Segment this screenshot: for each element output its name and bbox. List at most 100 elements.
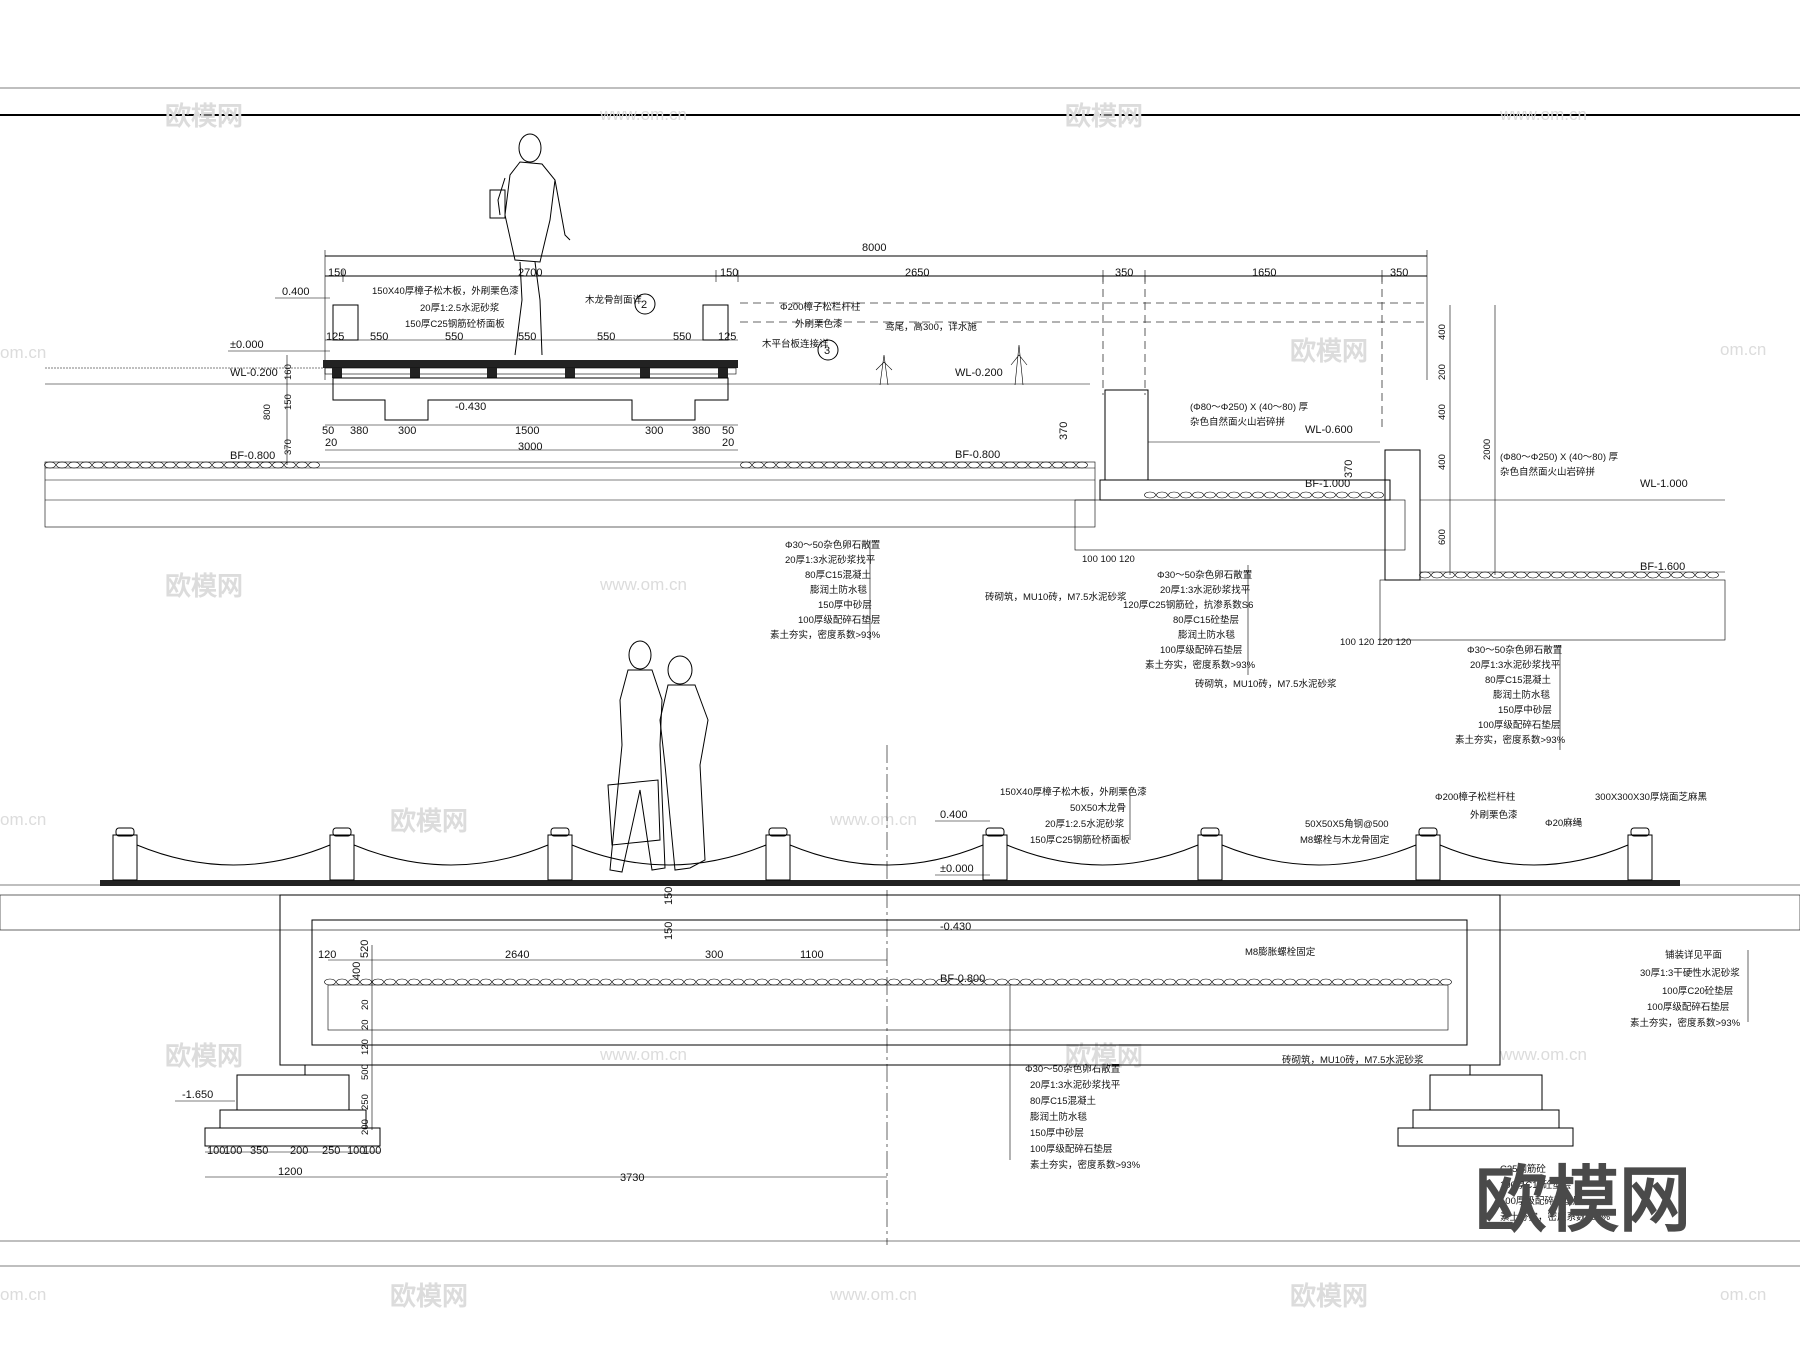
dim-overall: 8000	[862, 242, 886, 254]
pebble	[212, 461, 224, 469]
dim-value: 150	[663, 887, 675, 905]
railing-post	[1627, 834, 1653, 881]
pebble	[516, 978, 528, 986]
detail-callout	[817, 339, 839, 361]
pebble	[1431, 571, 1443, 579]
dim-value: 370	[1343, 460, 1355, 478]
pebble	[1288, 491, 1300, 499]
pebble	[1212, 978, 1224, 986]
pebble	[384, 978, 396, 986]
pebble	[1515, 571, 1527, 579]
dim-value: 160	[283, 364, 294, 380]
dim-value: 350	[250, 1145, 268, 1157]
layer-note: 100厚级配碎石垫层	[1500, 1195, 1582, 1207]
pebble	[860, 461, 872, 469]
pebble	[972, 978, 984, 986]
dim-value: 550	[518, 331, 536, 343]
note: M8膨胀螺栓固定	[1245, 946, 1316, 958]
pebble	[848, 461, 860, 469]
pebble	[900, 978, 912, 986]
dim-value: 200	[290, 1145, 308, 1157]
pebble	[1695, 571, 1707, 579]
pebble	[1188, 978, 1200, 986]
layer-note: 80厚C15混凝土	[1485, 674, 1551, 686]
dim-value: 120	[318, 949, 336, 961]
watermark-url: www.om.cn	[599, 1045, 687, 1064]
pebble	[956, 461, 968, 469]
pebble	[1623, 571, 1635, 579]
post-cap	[332, 827, 352, 837]
dim-value: 1500	[515, 425, 539, 437]
layer-note: C25钢筋砼	[1500, 1163, 1546, 1175]
note: 木龙骨剖面详	[585, 294, 643, 306]
watermark-brand: 欧模网	[1065, 1041, 1143, 1071]
pebble	[1348, 491, 1360, 499]
deck-joists	[332, 368, 728, 378]
pebble	[1104, 978, 1116, 986]
dim-value: 400	[1437, 404, 1448, 420]
layer-note: 80厚C15混凝土	[1030, 1095, 1096, 1107]
note: 杂色自然面火山岩碎拼	[1500, 466, 1596, 478]
pebble	[980, 461, 992, 469]
pebble	[1587, 571, 1599, 579]
pebble	[1527, 571, 1539, 579]
dim-value: 125	[326, 331, 344, 343]
pebble	[80, 461, 92, 469]
pebble	[236, 461, 248, 469]
pebble	[836, 461, 848, 469]
level-label: -1.650	[182, 1089, 213, 1101]
pebble	[1064, 461, 1076, 469]
layer-list-mid: Φ30～50杂色卵石散置 20厚1:3水泥砂浆找平 120厚C25钢筋砼，抗渗系…	[1123, 569, 1256, 671]
watermark-url: www.om.cn	[829, 810, 917, 829]
plant-icon	[875, 354, 893, 386]
note: 外刷栗色漆	[1470, 809, 1518, 821]
watermark-url: www.om.cn	[1499, 1045, 1587, 1064]
pebble	[1168, 491, 1180, 499]
note: 50X50X5角钢@500	[1305, 818, 1389, 830]
pebble	[948, 978, 960, 986]
pebble	[456, 978, 468, 986]
pebble	[420, 978, 432, 986]
post-cap	[1630, 827, 1650, 837]
watermark-url: www.om.cn	[599, 105, 687, 124]
pebble	[684, 978, 696, 986]
note: 300X300X30厚烧面芝麻黑	[1595, 791, 1707, 803]
railing-post	[547, 834, 573, 881]
note: 杂色自然面火山岩碎拼	[1190, 416, 1286, 428]
pebble	[176, 461, 188, 469]
deck-boards	[100, 880, 1680, 886]
pebble	[828, 978, 840, 986]
watermark-url: www.om.cn	[829, 1285, 917, 1304]
layer-note: 100厚C20砼垫层	[1662, 985, 1733, 997]
dim-value: 100	[363, 1145, 381, 1157]
layer-note: 100厚级配碎石垫层	[1478, 719, 1560, 731]
pond-wall	[1384, 449, 1421, 581]
pebble	[1228, 491, 1240, 499]
pebble	[764, 461, 776, 469]
dim-value: 550	[370, 331, 388, 343]
pebble	[1344, 978, 1356, 986]
post-cap	[1418, 827, 1438, 837]
dim-value: 380	[350, 425, 368, 437]
pebble	[600, 978, 612, 986]
pebble	[480, 978, 492, 986]
watermark-brand: 欧模网	[390, 1281, 468, 1311]
layer-list-right: Φ30～50杂色卵石散置 20厚1:3水泥砂浆找平 80厚C15混凝土 膨润土防…	[1455, 644, 1566, 746]
pebble	[852, 978, 864, 986]
pebble	[1599, 571, 1611, 579]
layer-note: Φ30～50杂色卵石散置	[1157, 569, 1252, 581]
layer-note: 20厚1:3水泥砂浆找平	[1030, 1079, 1121, 1091]
dim-value: 150	[283, 394, 294, 410]
layer-note: 素土夯实，密度系数>93%	[1455, 734, 1566, 746]
pebble	[624, 978, 636, 986]
pebble	[1264, 491, 1276, 499]
watermark-url: om.cn	[1720, 340, 1766, 359]
pebble	[140, 461, 152, 469]
pebble	[1272, 978, 1284, 986]
pebble	[1419, 571, 1431, 579]
pebble	[1044, 978, 1056, 986]
pebble	[224, 461, 236, 469]
pebble	[756, 978, 768, 986]
dim-value: 3730	[620, 1172, 644, 1184]
pebble	[92, 461, 104, 469]
